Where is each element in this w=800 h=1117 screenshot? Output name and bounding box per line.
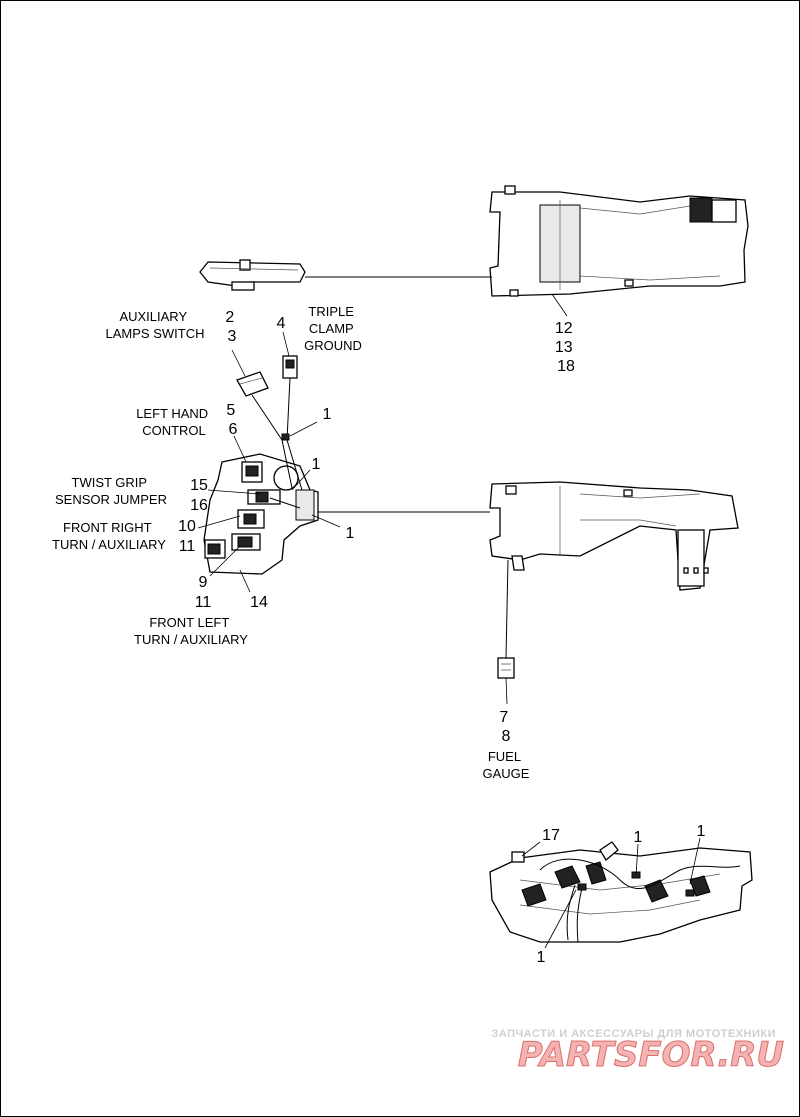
callout-1-control-right: 1 (346, 525, 355, 542)
left-hand-control-housing (203, 453, 319, 575)
watermark-logo: PARTSFOR.RU (518, 1035, 784, 1075)
callout-4: 4 (277, 315, 286, 332)
callout-12-13-18: 12 13 18 (555, 320, 577, 375)
label-fuel-gauge: FUEL GAUGE (483, 749, 530, 781)
triple-clamp-ground-terminal (282, 355, 298, 379)
label-left-hand-control: LEFT HAND CONTROL (136, 406, 212, 438)
upper-harness-assembly (489, 185, 749, 297)
callout-7-8: 7 8 (499, 709, 512, 745)
label-front-right-turn-auxiliary: FRONT RIGHT TURN / AUXILIARY (52, 520, 166, 552)
label-twist-grip-sensor-jumper: TWIST GRIP SENSOR JUMPER (55, 475, 167, 507)
callout-1-control-upper: 1 (312, 456, 321, 473)
callout-15: 15 (190, 477, 208, 494)
fuel-gauge-wire (505, 559, 509, 659)
callout-1-ground-strap: 1 (323, 406, 332, 423)
callout-10: 10 (178, 518, 196, 535)
leader-lines (197, 293, 701, 949)
label-triple-clamp-ground: TRIPLE CLAMP GROUND (304, 304, 362, 353)
label-auxiliary-lamps-switch: AUXILIARY LAMPS SWITCH (106, 309, 205, 341)
callout-14: 14 (250, 594, 268, 611)
callout-11-left-turn: 11 (195, 594, 212, 611)
upper-left-connector (199, 259, 306, 291)
callout-16: 16 (190, 497, 208, 514)
inset-detail-view (489, 841, 753, 943)
cable-strap (281, 433, 290, 441)
callout-1-inset-right: 1 (697, 823, 706, 840)
label-front-left-turn-auxiliary: FRONT LEFT TURN / AUXILIARY (134, 615, 248, 647)
callout-11-right-turn: 11 (179, 538, 196, 555)
watermark-tagline: ЗАПЧАСТИ И АКСЕССУАРЫ ДЛЯ МОТОТЕХНИКИ (491, 1028, 776, 1040)
callout-1-inset-center: 1 (634, 829, 643, 846)
callout-17: 17 (542, 827, 560, 844)
fuel-gauge-connector (497, 657, 515, 679)
callout-9: 9 (199, 574, 208, 591)
lower-harness-assembly (489, 481, 739, 591)
callout-1-inset-bottom: 1 (537, 949, 546, 966)
callout-5-6: 5 6 (226, 402, 239, 438)
callout-2-3: 2 3 (225, 309, 238, 345)
auxiliary-lamps-switch-connector (236, 371, 269, 397)
